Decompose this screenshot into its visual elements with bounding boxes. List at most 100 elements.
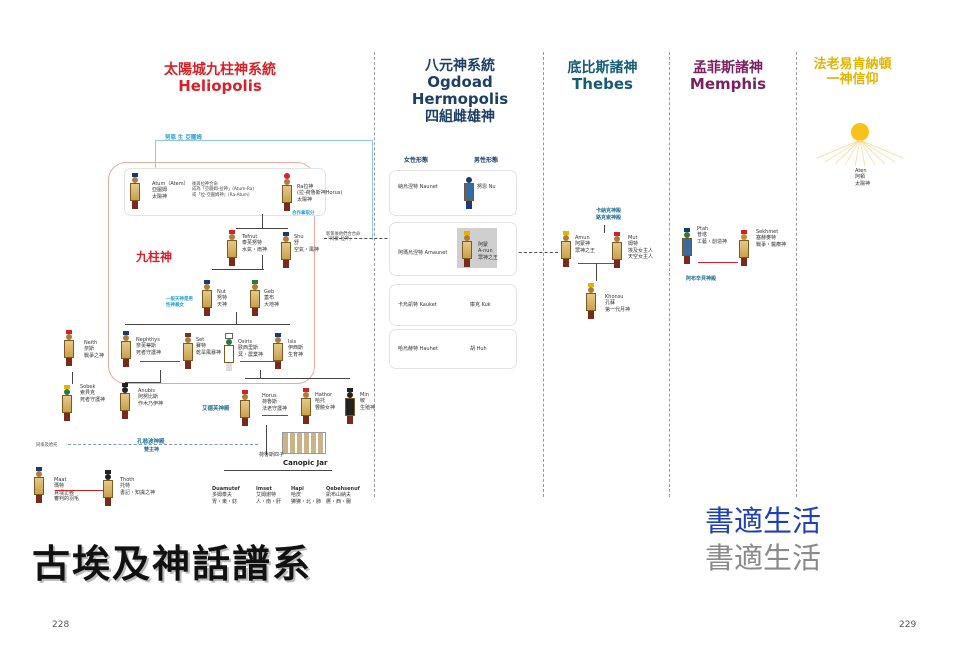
amun-ogdoad-name: 阿蒙 bbox=[478, 242, 489, 248]
ptah-role: 工藝・創造神 bbox=[697, 238, 728, 245]
atum-figure-icon bbox=[130, 173, 140, 209]
heliopolis-en: Heliopolis bbox=[178, 77, 262, 96]
hapi-name: Hapi bbox=[291, 486, 304, 492]
horus-name: Horus bbox=[262, 393, 277, 399]
sobek-figure-icon bbox=[62, 385, 72, 421]
hapi-cn: 哈皮 bbox=[291, 492, 302, 499]
ennead-label: 九柱神 bbox=[136, 250, 173, 264]
khonsu-role: 第一代月神 bbox=[605, 306, 631, 313]
aten-l1: 法老易肯納頓 bbox=[813, 57, 892, 72]
ra-desc2: 太陽神 bbox=[297, 196, 313, 203]
mut-figure-icon bbox=[612, 232, 622, 268]
anubis-figure-icon bbox=[120, 383, 130, 419]
canopic-jars-icon bbox=[282, 432, 326, 454]
ra-name: Ra拉神 bbox=[297, 184, 314, 190]
duamutef-text: Duamutef 多姆泰夫 胃・東・豺 bbox=[212, 486, 240, 505]
nephthys-text: Nephthys 奈芙蒂斯 死者守護神 bbox=[136, 337, 161, 356]
imset-text: Imset 艾姆謝特 人・南・肝 bbox=[256, 486, 281, 505]
imset-name: Imset bbox=[256, 486, 272, 492]
abu-simbel-label: 阿布辛貝神殿 bbox=[686, 276, 717, 282]
nephthys-cn: 奈芙蒂斯 bbox=[136, 343, 157, 350]
amun-name: Amun bbox=[575, 235, 590, 241]
geb-cn: 蓋布 bbox=[264, 295, 275, 302]
ptah-text: Ptah 普塔 工藝・創造神 bbox=[697, 226, 727, 245]
nut-geb-down bbox=[236, 312, 237, 324]
qebehsenuf-name: Qebehsenuf bbox=[326, 486, 360, 492]
mut-role1: 埃及女主人 bbox=[628, 247, 654, 254]
merge-line3: 或「拉-亞圖姆神」(Ra-Atum) bbox=[192, 192, 250, 198]
watermark-blue: 書適生活 bbox=[705, 504, 822, 538]
mut-text: Mut 姆特 埃及女主人 天空女主人 bbox=[628, 235, 653, 260]
atum-desc2: 太陽神 bbox=[152, 193, 168, 200]
horus-bar bbox=[245, 378, 350, 379]
min-figure-icon bbox=[345, 388, 355, 424]
khonsu-name: Khonsu bbox=[605, 294, 624, 300]
thebes-top-line bbox=[604, 225, 605, 233]
four-sons-label: 荷魯斯四子 bbox=[259, 452, 285, 458]
shu-cn: 舒 bbox=[294, 240, 300, 247]
atum-ra-merge-note: 後與拉神合命 成為「亞圖姆-拉神」(Atum-Ra) 或「拉-亞圖姆神」(Ra-… bbox=[192, 182, 254, 198]
set-role: 乾旱風暴神 bbox=[196, 349, 222, 356]
geb-name: Geb bbox=[264, 289, 275, 295]
kom-ombo-label: 孔翁波神殿 bbox=[137, 439, 165, 445]
anubis-role: 作木乃伊神 bbox=[138, 400, 164, 407]
osiris-text: Osiris 歐西里斯 冥・農業神 bbox=[238, 339, 263, 358]
divider-1 bbox=[374, 52, 375, 497]
ogdoad-en1: Ogdoad bbox=[427, 73, 493, 92]
anubis-name: Anubis bbox=[138, 388, 155, 394]
kom-ombo-sub-label: 雙主神 bbox=[144, 447, 160, 453]
sobek-text: Sobek 索貝克 死者守護神 bbox=[80, 384, 105, 403]
imset-cn: 艾姆謝特 bbox=[256, 492, 277, 499]
amun-ogdoad-en: A-nun bbox=[478, 248, 493, 255]
thoth-name: Thoth bbox=[120, 477, 135, 483]
osiris-figure-icon bbox=[224, 333, 234, 371]
sekhmet-name: Sekhmet bbox=[756, 229, 779, 235]
shu-text: Shu 舒 空氣・風神 bbox=[294, 234, 319, 253]
aten-role: 太陽神 bbox=[855, 180, 871, 187]
thebes-en: Thebes bbox=[572, 75, 633, 94]
hapi-text: Hapi 哈皮 狒狒・北・肺 bbox=[291, 486, 321, 505]
atum-name: Atum（Atem） bbox=[152, 181, 189, 187]
min-text: Min 敏 生殖神 bbox=[360, 392, 375, 411]
pair-box-3 bbox=[389, 284, 517, 326]
aten-name: Aten bbox=[855, 168, 867, 174]
duamutef-name: Duamutef bbox=[212, 486, 240, 492]
amun-ogdoad-role: 眾神之王 bbox=[478, 254, 499, 261]
horus-hathor-marriage bbox=[262, 415, 288, 416]
luxor-temple-label: 路克索神殿 bbox=[596, 215, 622, 221]
atum-ra-box bbox=[124, 168, 326, 216]
nu-figure-icon bbox=[464, 177, 474, 209]
hathor-figure-icon bbox=[301, 388, 311, 424]
neith-name: Neith bbox=[84, 340, 98, 346]
isis-name: Isis bbox=[288, 339, 297, 345]
horus-cn: 荷魯斯 bbox=[262, 399, 278, 406]
osiris-name: Osiris bbox=[238, 339, 252, 345]
mut-role2: 天空女主人 bbox=[628, 253, 654, 260]
divider-4 bbox=[796, 52, 797, 497]
maat-name: Maat bbox=[54, 477, 67, 483]
nephthys-figure-icon bbox=[121, 331, 131, 367]
male-form-label: 男性形態 bbox=[474, 157, 499, 164]
page-number-right: 229 bbox=[899, 620, 917, 630]
ptah-figure-icon bbox=[682, 228, 692, 264]
isis-role: 生育神 bbox=[288, 351, 304, 358]
neith-text: Neith 奈斯 戰爭之神 bbox=[84, 340, 104, 359]
amun-cn: 阿蒙神 bbox=[575, 241, 591, 248]
thoth-role: 書記・知識之神 bbox=[120, 489, 156, 496]
khonsu-cn: 孔蘇 bbox=[605, 300, 616, 307]
sobek-name: Sobek bbox=[80, 384, 96, 390]
khonsu-text: Khonsu 孔蘇 第一代月神 bbox=[605, 294, 630, 313]
shu-role: 空氣・風神 bbox=[294, 246, 320, 253]
main-title: 古埃及神話譜系 bbox=[32, 542, 313, 586]
maat-role2: 審判的羽毛 bbox=[54, 495, 80, 502]
karnak-temple-label: 卡納克神殿 bbox=[596, 208, 622, 214]
sons-bar bbox=[224, 470, 332, 471]
heliopolis-title: 太陽城九柱神系統 Heliopolis bbox=[140, 62, 300, 95]
sobek-role: 死者守護神 bbox=[80, 396, 106, 403]
ptah-sekhmet-marriage bbox=[698, 262, 738, 263]
neith-figure-icon bbox=[64, 330, 74, 366]
nun-begets-atum-label: 努恩 生 亞圖姆 bbox=[165, 135, 202, 141]
qebehsenuf-cn: 凱布山納夫 bbox=[326, 492, 352, 499]
kuk-label: 庫克 Kuk bbox=[470, 302, 491, 308]
